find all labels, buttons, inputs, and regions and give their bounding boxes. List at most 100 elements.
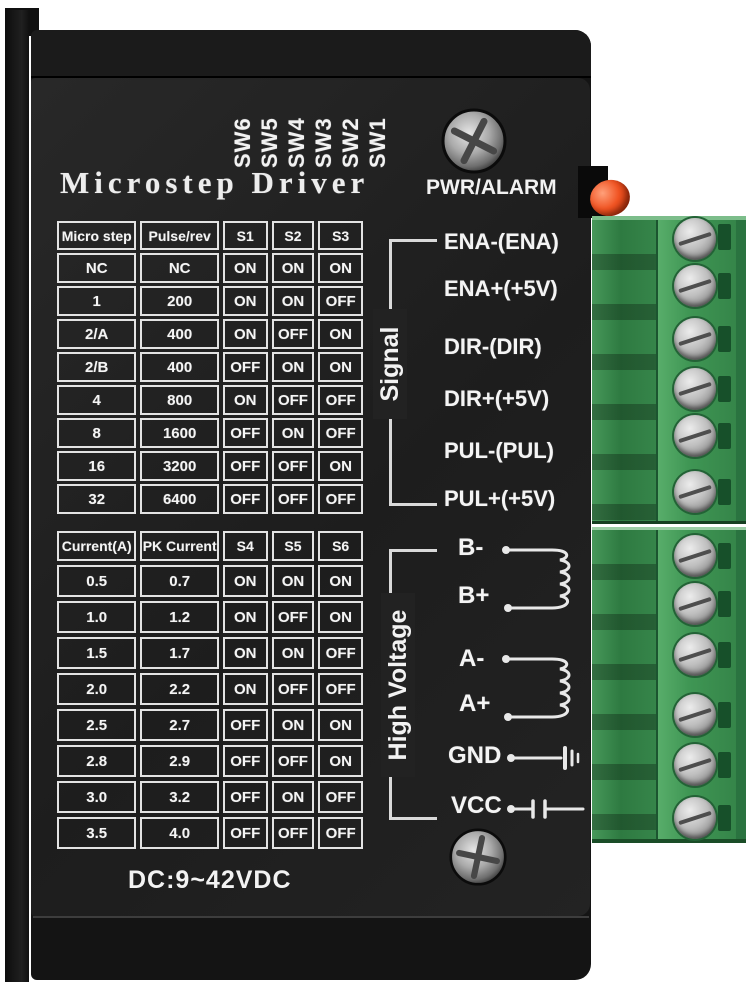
table-cell: OFF: [222, 418, 268, 448]
motor-coil-b-symbol: [502, 546, 571, 612]
table-cell: ON: [222, 601, 268, 633]
high-voltage-pin-label: A+: [459, 690, 491, 717]
table-cell: 2.5: [57, 709, 137, 741]
terminal-face: [656, 530, 736, 839]
table-cell: 3.5: [57, 817, 137, 849]
terminal-screw: [674, 265, 716, 307]
signal-pin-label: ENA-(ENA): [444, 229, 559, 254]
table-cell: 1.0: [57, 601, 137, 633]
wire-slot: [718, 376, 731, 402]
terminal-screw: [674, 318, 716, 360]
wire-slot: [718, 224, 731, 250]
dip-switch-label: SW4: [284, 117, 309, 168]
table-cell: OFF: [222, 709, 268, 741]
table-cell: 200: [140, 286, 219, 316]
table-cell: OFF: [318, 286, 364, 316]
table-cell: OFF: [222, 781, 268, 813]
table-cell: S6: [318, 531, 364, 561]
table-cell: OFF: [318, 484, 364, 514]
terminal-screw: [674, 797, 716, 839]
table-cell: NC: [57, 253, 137, 283]
table-cell: S1: [222, 221, 268, 250]
dip-switch-label: SW6: [230, 117, 255, 168]
signal-pin-label: PUL+(+5V): [444, 486, 556, 511]
table-cell: OFF: [318, 385, 364, 415]
table-cell: ON: [271, 781, 315, 813]
table-cell: OFF: [222, 817, 268, 849]
table-cell: OFF: [222, 484, 268, 514]
table-cell: ON: [222, 286, 268, 316]
wire-slot: [718, 479, 731, 505]
table-cell: S5: [271, 531, 315, 561]
signal-section-label: Signal: [373, 309, 407, 419]
table-cell: 2.2: [140, 673, 219, 705]
wire-slot: [718, 273, 731, 299]
high-voltage-pin-label: B-: [458, 534, 484, 561]
table-cell: OFF: [271, 484, 315, 514]
terminal-screw: [674, 744, 716, 786]
table-cell: 32: [57, 484, 137, 514]
table-cell: ON: [222, 637, 268, 669]
table-cell: ON: [222, 385, 268, 415]
table-cell: OFF: [271, 745, 315, 777]
product-title: Microstep Driver: [60, 165, 370, 200]
power-terminal-block: [592, 527, 746, 843]
table-cell: ON: [318, 319, 364, 349]
table-cell: OFF: [318, 418, 364, 448]
case-bottom-edge: [33, 916, 589, 918]
table-cell: S2: [271, 221, 315, 250]
table-cell: ON: [318, 253, 364, 283]
wire-slot: [718, 591, 731, 617]
vcc-symbol: [507, 799, 585, 819]
table-cell: 4.0: [140, 817, 219, 849]
table-cell: 3.0: [57, 781, 137, 813]
table-cell: ON: [271, 565, 315, 597]
table-cell: NC: [140, 253, 219, 283]
wire-slot: [718, 702, 731, 728]
table-cell: OFF: [318, 817, 364, 849]
table-cell: 3200: [140, 451, 219, 481]
signal-terminal-block: [592, 216, 746, 524]
wire-slot: [718, 805, 731, 831]
table-cell: 4: [57, 385, 137, 415]
table-cell: 2/B: [57, 352, 137, 382]
wire-slot: [718, 642, 731, 668]
terminal-screw: [674, 471, 716, 513]
terminal-screw: [674, 634, 716, 676]
table-cell: OFF: [271, 385, 315, 415]
table-cell: ON: [271, 253, 315, 283]
table-cell: ON: [222, 673, 268, 705]
mounting-plate: [5, 10, 29, 982]
wire-slot: [718, 423, 731, 449]
terminal-housing: [592, 530, 656, 839]
motor-coil-a-symbol: [502, 655, 571, 721]
signal-pin-label: DIR-(DIR): [444, 334, 542, 359]
table-cell: 400: [140, 319, 219, 349]
table-cell: OFF: [318, 781, 364, 813]
table-cell: 400: [140, 352, 219, 382]
table-cell: OFF: [222, 451, 268, 481]
terminal-screw: [674, 583, 716, 625]
high-voltage-section-label: High Voltage: [381, 593, 415, 777]
table-cell: 2.0: [57, 673, 137, 705]
table-cell: OFF: [318, 673, 364, 705]
terminal-side: [736, 220, 746, 521]
table-cell: 2.8: [57, 745, 137, 777]
pwr-alarm-label: PWR/ALARM: [426, 176, 557, 199]
dip-switch-label: SW2: [338, 117, 363, 168]
wire-slot: [718, 326, 731, 352]
table-cell: 8: [57, 418, 137, 448]
table-cell: OFF: [318, 637, 364, 669]
terminal-housing: [592, 220, 656, 521]
